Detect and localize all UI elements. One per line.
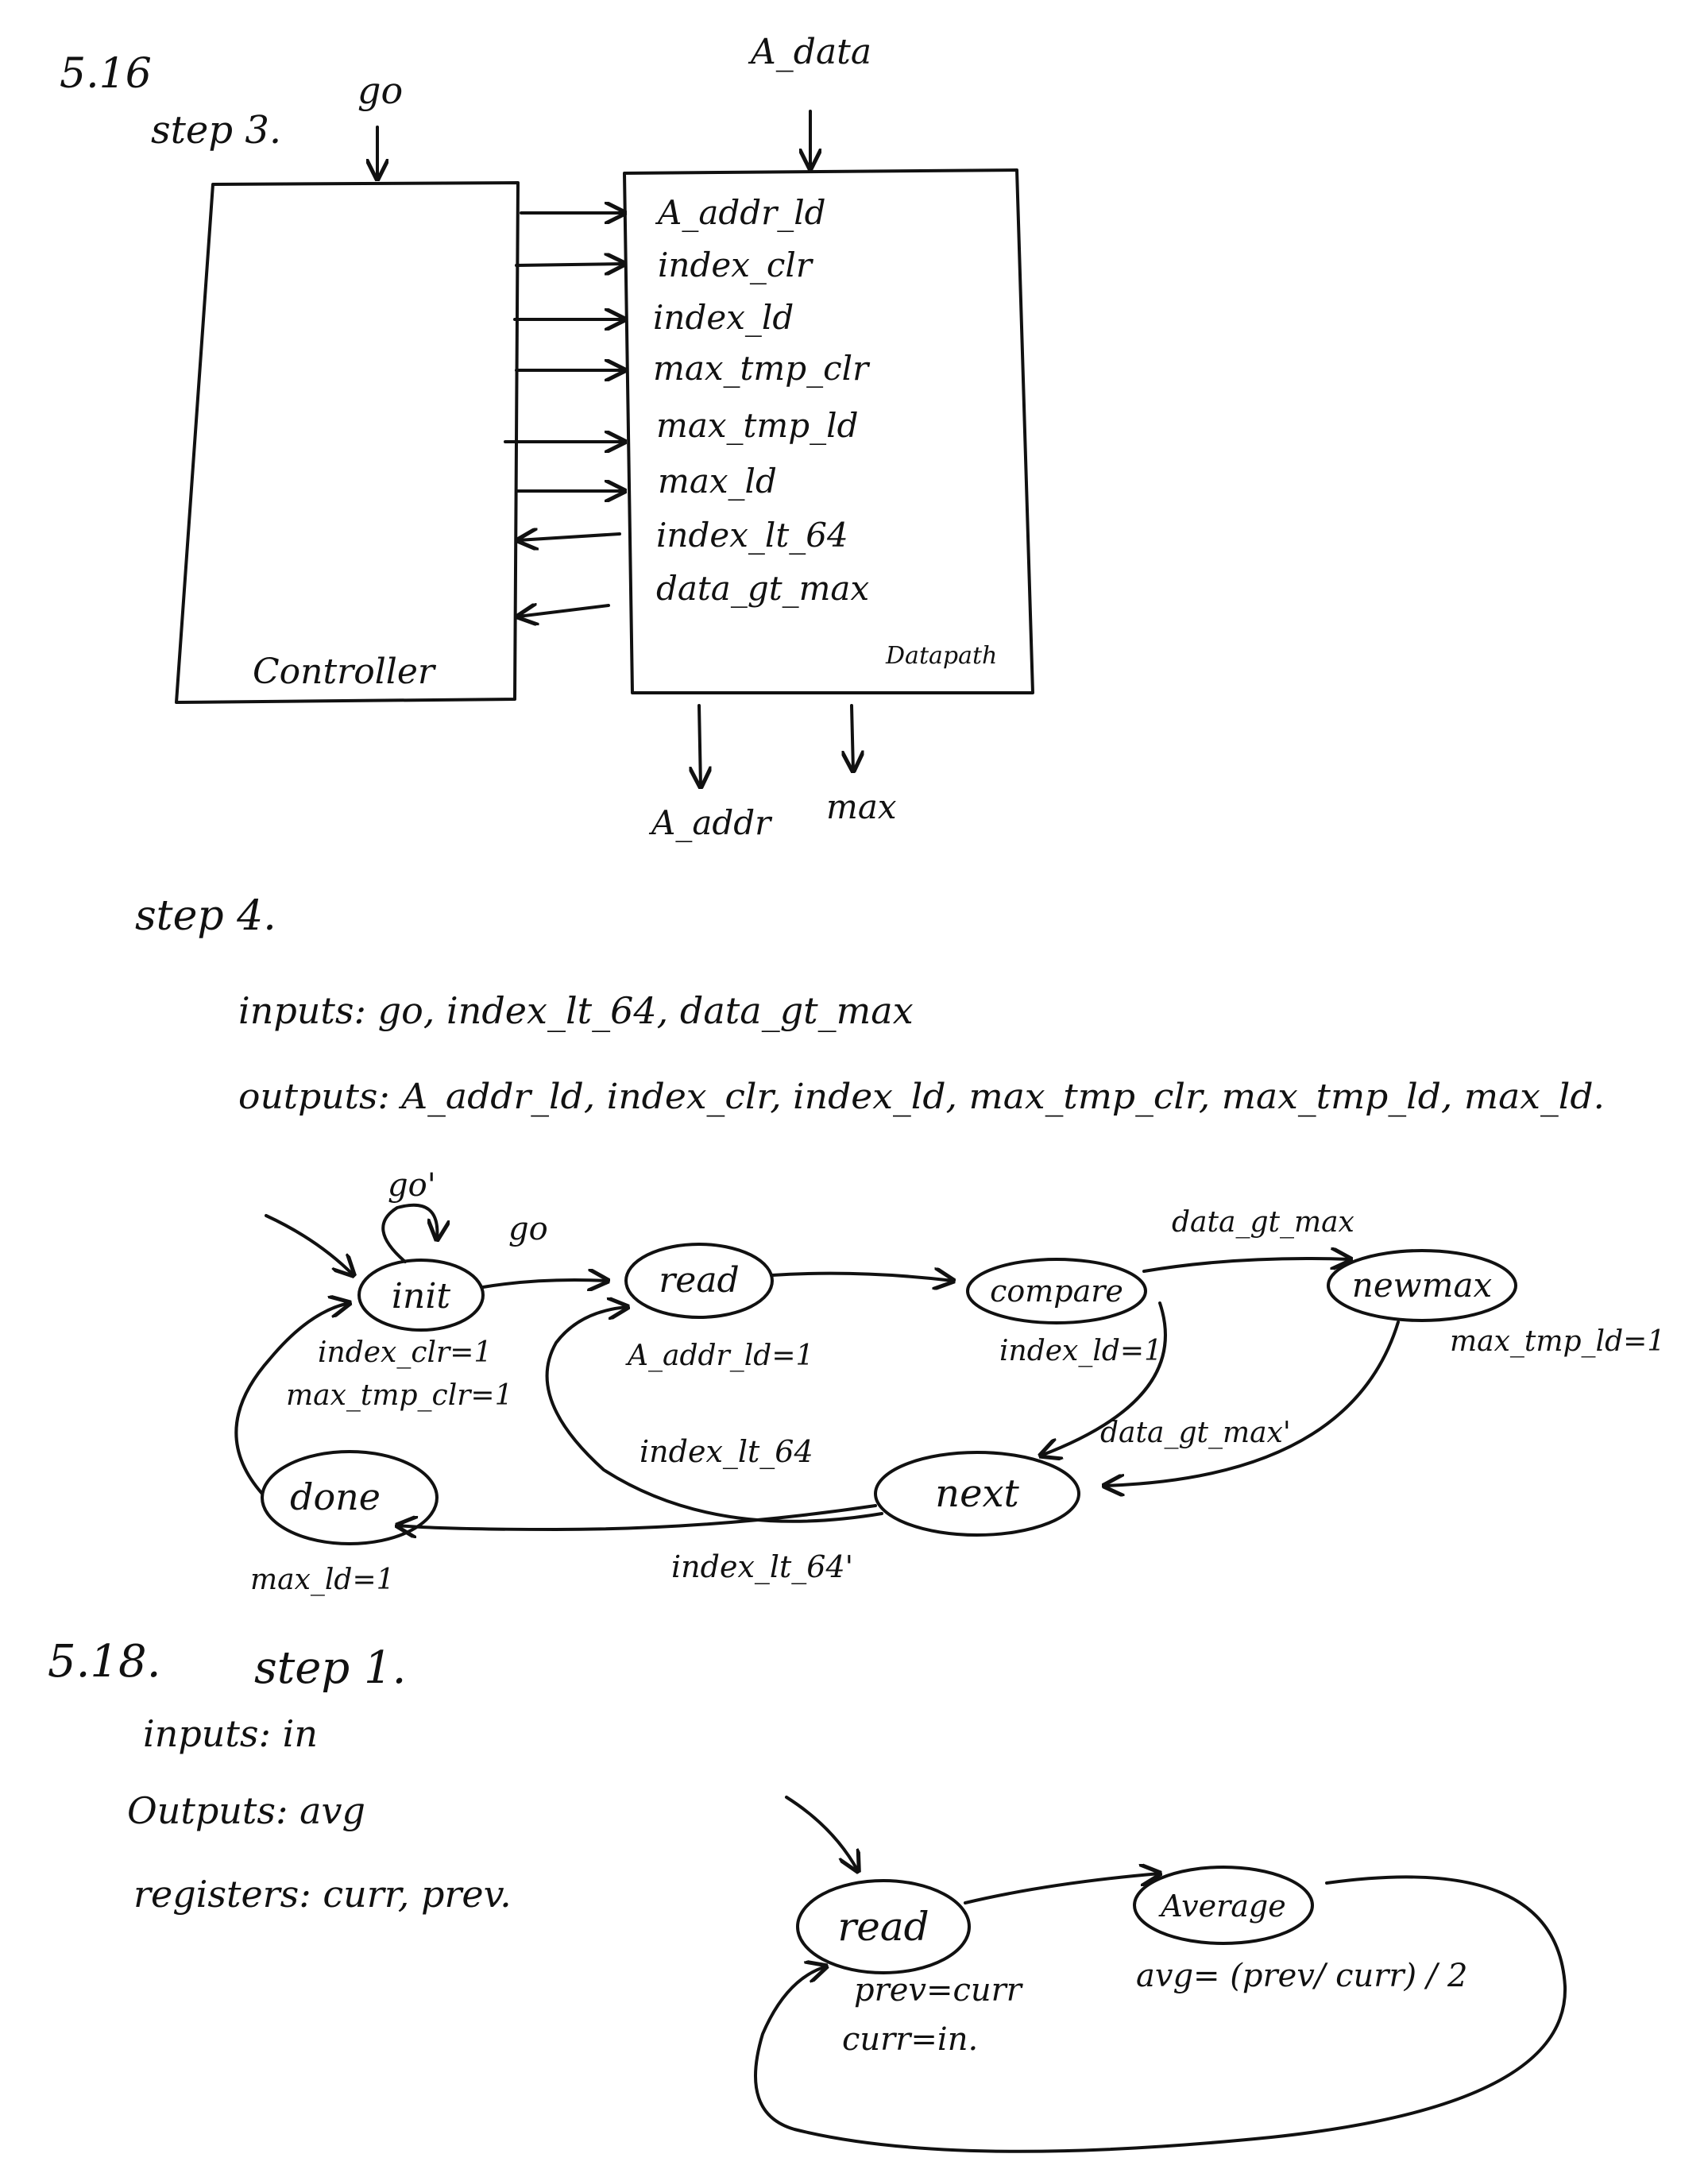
avg-reset-arrow (785, 1796, 858, 1871)
state-avg-read-action-2: curr=in. (842, 2021, 978, 2058)
average-to-read-loop-arrow (754, 1875, 1567, 2153)
step1-outputs-line: Outputs: avg (127, 1789, 365, 1832)
step4-inputs-line: inputs: go, index_lt_64, data_gt_max (238, 989, 914, 1032)
max-output-label: max (826, 787, 897, 826)
datapath-box (623, 168, 1034, 694)
step1-registers-line: registers: curr, prev. (133, 1873, 512, 1916)
signal-label-index-clr: index_clr (658, 246, 814, 284)
go-input-label: go (357, 69, 403, 112)
next-to-done-arrow (397, 1504, 877, 1529)
signal-label-max-tmp-clr: max_tmp_clr (653, 349, 871, 388)
state-done-action-1: max_ld=1 (250, 1564, 395, 1596)
state-read-action-1: A_addr_ld=1 (625, 1340, 813, 1372)
compare-to-next-arrow (1041, 1301, 1167, 1456)
done-to-init-arrow (234, 1303, 350, 1495)
state-done (261, 1450, 439, 1545)
state-compare-action-1: index_ld=1 (999, 1335, 1162, 1367)
step1-inputs-line: inputs: in (143, 1712, 318, 1755)
state-average (1133, 1866, 1314, 1945)
read-to-average-arrow (964, 1873, 1160, 1904)
state-read (624, 1243, 774, 1319)
state-done-name: done (290, 1475, 381, 1518)
max-output-arrow (852, 704, 853, 771)
state-newmax-name: newmax (1352, 1266, 1493, 1305)
problem-number-518: 5.18. (48, 1636, 161, 1688)
state-compare (966, 1258, 1147, 1324)
signal-label-a-addr-ld: A_addr_ld (655, 193, 826, 232)
signal-label-max-ld: max_ld (658, 462, 777, 501)
init-to-read-arrow (481, 1280, 608, 1287)
signal-label-data-gt-max: data_gt_max (656, 569, 869, 608)
compare-to-newmax-arrow (1142, 1259, 1351, 1273)
signal-label-index-lt-64: index_lt_64 (656, 516, 848, 555)
state-init-action-1: index_clr=1 (318, 1336, 492, 1369)
state-avg-read-action-1: prev=curr (854, 1972, 1024, 2009)
controller-label: Controller (253, 652, 437, 692)
transition-compare-to-next: data_gt_max' (1100, 1417, 1291, 1449)
transition-next-to-done: index_lt_64' (671, 1549, 853, 1585)
datapath-label: Datapath (885, 642, 997, 670)
state-average-name: Average (1158, 1889, 1286, 1924)
controller-box (175, 181, 520, 704)
step3-label: step 3. (151, 108, 281, 153)
transition-init-to-read: go (508, 1211, 548, 1247)
state-average-action-1: avg= (prev/ curr) / 2 (1136, 1958, 1467, 1994)
init-reset-arrow (265, 1214, 354, 1275)
step4-label: step 4. (135, 892, 276, 940)
transition-init-self: go' (388, 1167, 436, 1204)
signal-arrow-data-gt-max (518, 605, 610, 617)
init-self-loop (381, 1203, 437, 1263)
state-next (874, 1451, 1080, 1537)
transition-compare-to-newmax: data_gt_max (1172, 1206, 1354, 1239)
state-compare-name: compare (990, 1274, 1123, 1309)
signal-label-max-tmp-ld: max_tmp_ld (656, 406, 858, 445)
step4-outputs-line: outputs: A_addr_ld, index_clr, index_ld,… (238, 1077, 1605, 1117)
state-init-name: init (392, 1276, 450, 1317)
state-newmax (1327, 1249, 1517, 1322)
signal-label-index-ld: index_ld (653, 298, 794, 337)
state-read-name: read (659, 1260, 739, 1301)
a-addr-output-label: A_addr (648, 803, 773, 842)
signal-arrow-index-clr (515, 264, 624, 265)
a-addr-output-arrow (699, 704, 701, 787)
state-avg-read-name: read (837, 1904, 929, 1950)
a-data-input-label: A_data (748, 32, 871, 72)
transition-next-to-read: index_lt_64 (640, 1434, 813, 1470)
state-next-name: next (935, 1471, 1019, 1516)
state-init (357, 1259, 485, 1332)
read-to-compare-arrow (771, 1274, 953, 1281)
signal-arrow-index-lt-64 (518, 534, 621, 540)
state-avg-read (796, 1879, 971, 1974)
state-init-action-2: max_tmp_clr=1 (286, 1379, 513, 1412)
step1-label: step 1. (254, 1642, 406, 1694)
newmax-to-next-arrow (1104, 1321, 1400, 1486)
state-newmax-action-1: max_tmp_ld=1 (1450, 1325, 1665, 1358)
problem-number-516: 5.16 (60, 50, 152, 98)
